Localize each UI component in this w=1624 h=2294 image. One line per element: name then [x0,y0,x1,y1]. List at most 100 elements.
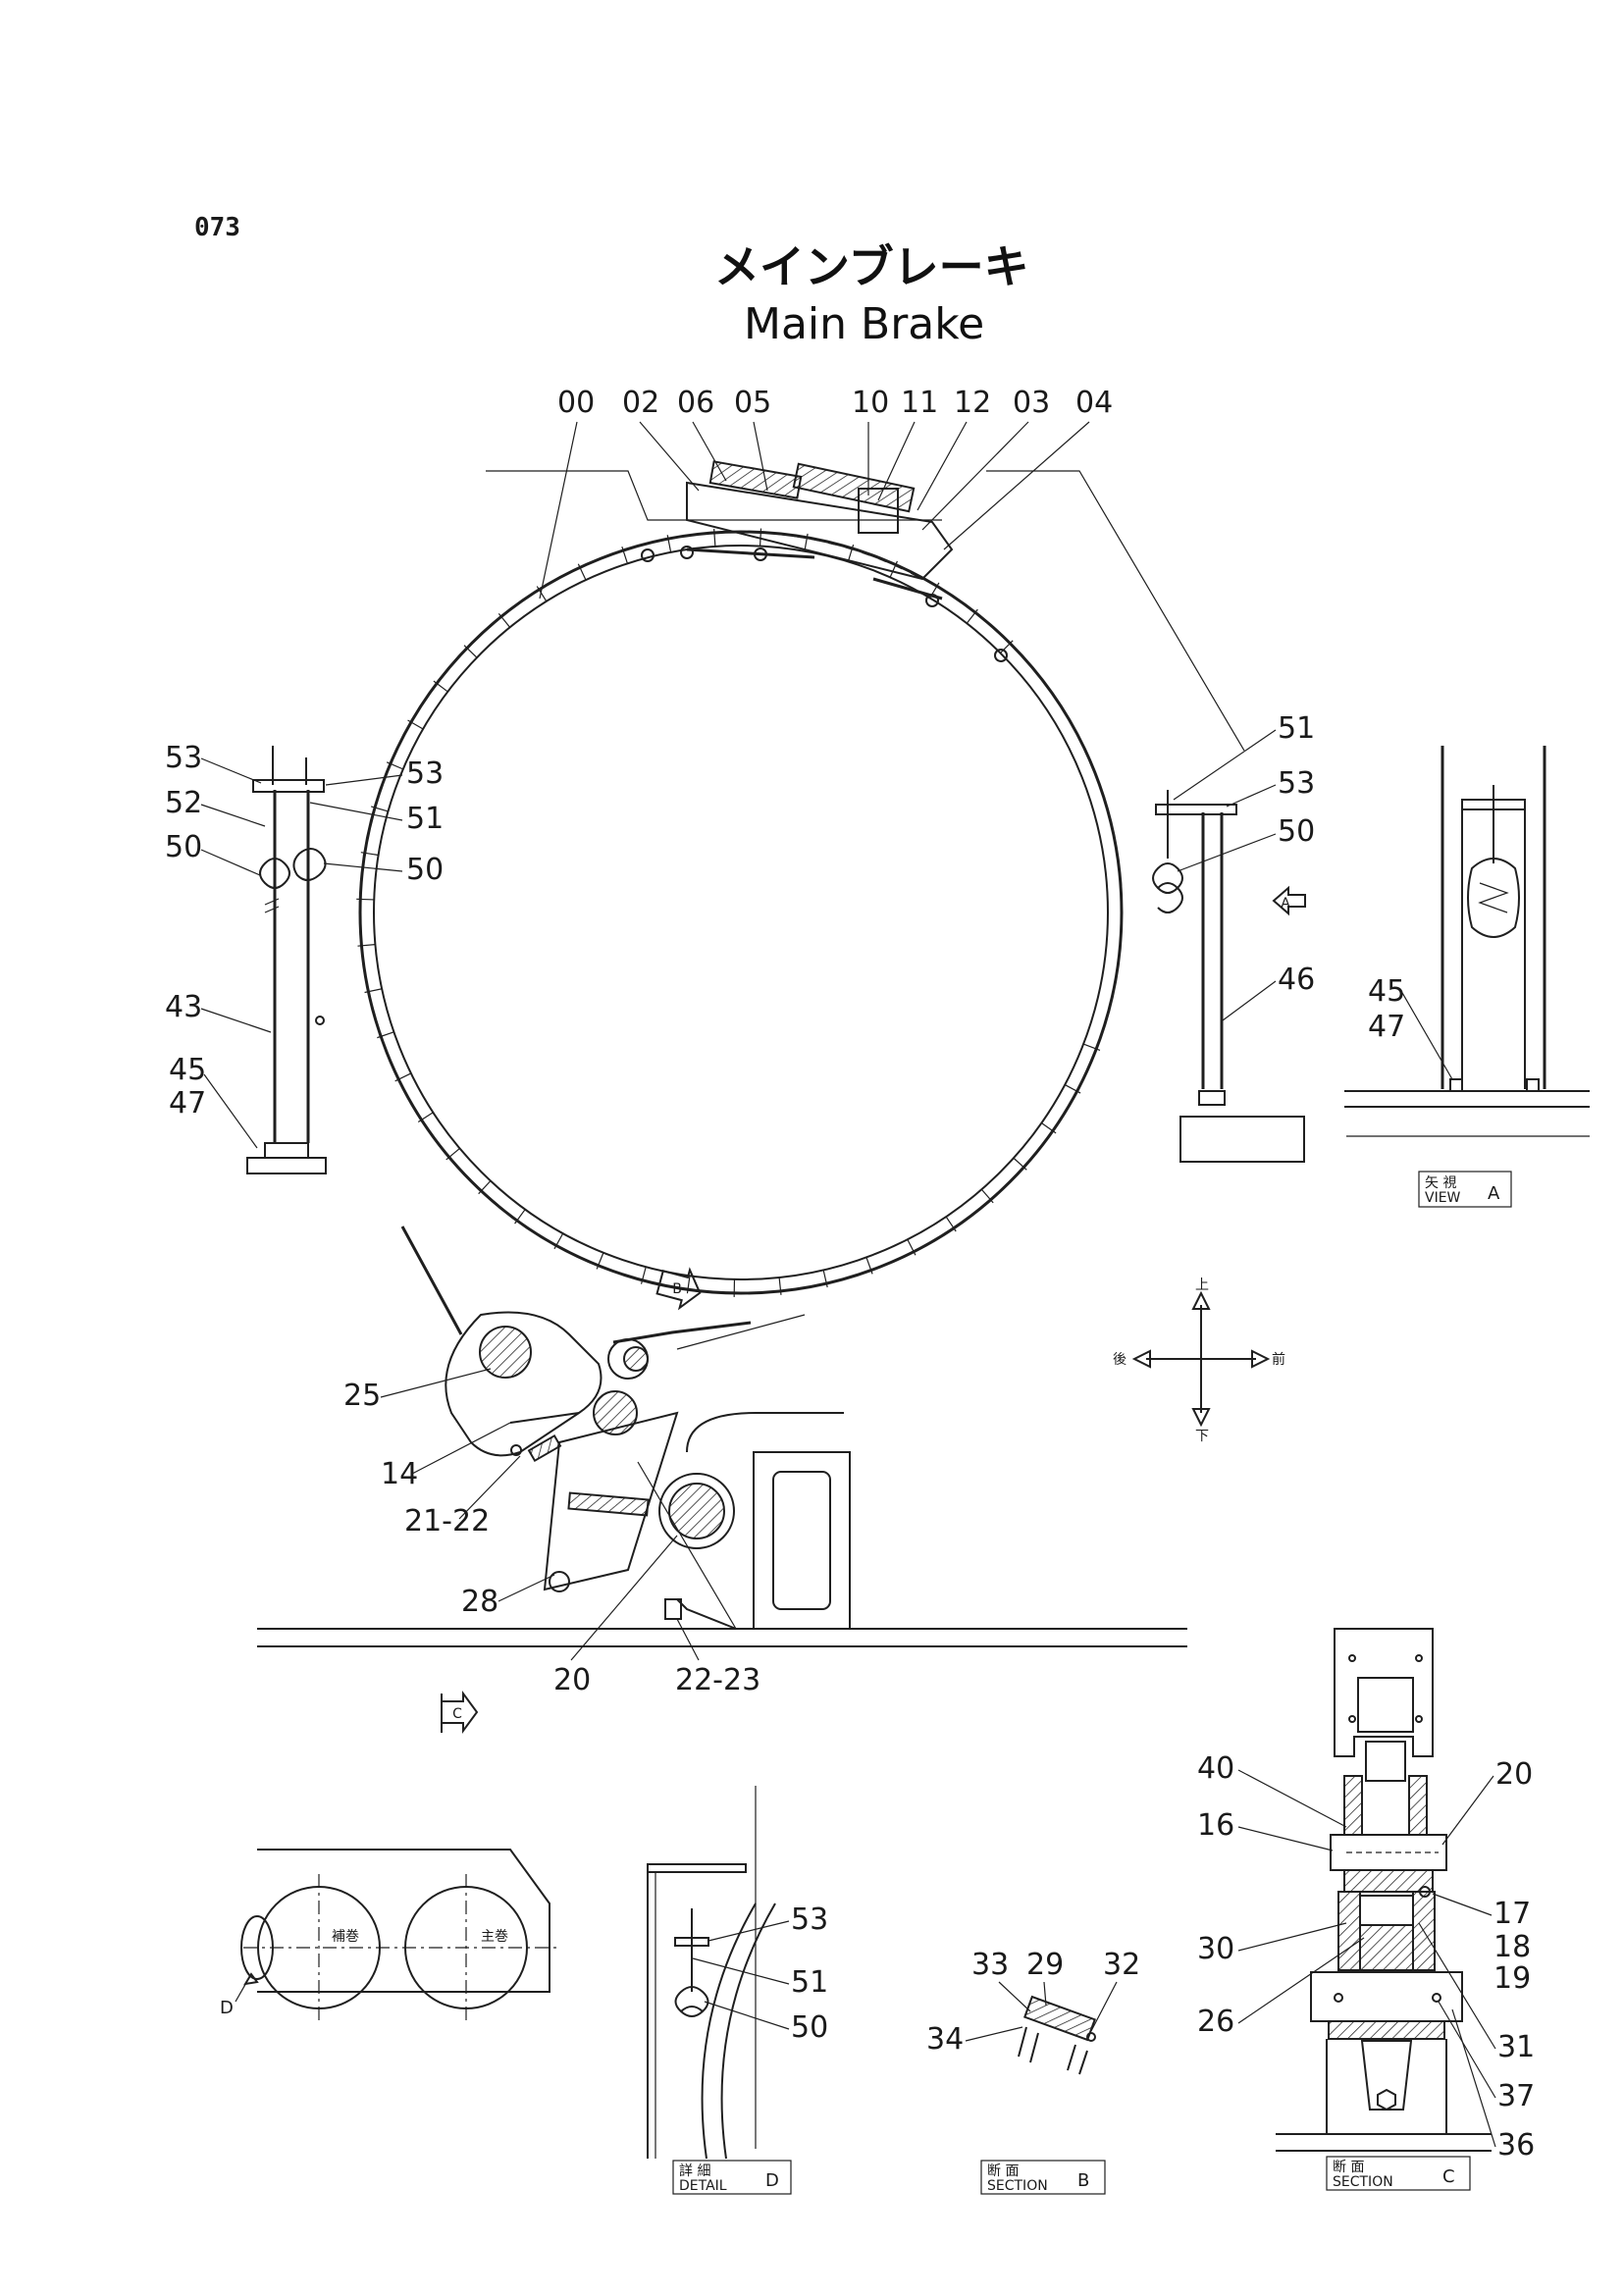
svg-text:34: 34 [926,2022,964,2057]
band-lining-segment [966,608,978,624]
top-anchor-bracket [486,460,1245,752]
band-lining-segment [394,1072,412,1082]
band-lining-segment [907,1238,917,1256]
band-lining-segment [778,1277,782,1295]
svg-text:C: C [452,1706,462,1722]
band-lining-segment [713,528,716,547]
svg-text:20: 20 [553,1663,591,1697]
svg-text:断 面: 断 面 [1333,2160,1364,2175]
svg-text:前: 前 [1272,1351,1285,1368]
section-c-view [1276,1628,1492,2152]
right-spring-stand [1152,790,1305,1163]
view-a-caption: 矢 視 VIEW A [1418,1171,1512,1208]
drum-layout: 補巻 主巻 D [220,1849,557,2021]
svg-text:B: B [1077,2170,1089,2191]
svg-text:19: 19 [1493,1961,1531,1996]
svg-text:C: C [1442,2166,1455,2187]
section-b-view [1018,1995,1096,2075]
svg-text:主巻: 主巻 [481,1929,508,1945]
band-lining-segment [945,1216,957,1232]
band-lining-segment [847,544,855,562]
svg-text:矢 視: 矢 視 [1425,1175,1456,1191]
brake-band [356,528,1124,1297]
svg-text:26: 26 [1197,2005,1234,2039]
band-lining-segment [686,1276,691,1294]
svg-text:04: 04 [1075,386,1113,420]
svg-text:33: 33 [971,1948,1009,1982]
band-lining-segment [417,1112,434,1123]
band-lining-segment [1041,1122,1057,1134]
svg-text:50: 50 [165,830,202,864]
svg-text:詳 細: 詳 細 [679,2164,710,2179]
band-lining-segment [478,1180,492,1195]
svg-text:32: 32 [1103,1948,1140,1982]
section-b-callouts: 33 29 32 34 [926,1948,1140,2057]
band-lining-segment [463,645,478,658]
svg-text:断 面: 断 面 [987,2164,1019,2179]
svg-text:18: 18 [1493,1930,1531,1964]
svg-text:上: 上 [1195,1277,1209,1293]
svg-text:22-23: 22-23 [675,1663,760,1697]
band-lining-segment [759,528,762,547]
band-lining-segment [980,1188,994,1204]
svg-text:D: D [220,1998,234,2018]
band-lining-segment [621,547,628,564]
title-english: Main Brake [744,299,984,349]
svg-text:補巻: 補巻 [332,1929,359,1945]
svg-text:SECTION: SECTION [987,2178,1048,2194]
svg-text:50: 50 [791,2010,828,2045]
left-spring-stand [246,746,327,1174]
svg-text:40: 40 [1197,1751,1234,1786]
section-c-callouts: 40 20 16 17 18 19 30 26 31 37 36 [1197,1751,1535,2163]
svg-text:45: 45 [169,1053,206,1087]
svg-text:51: 51 [1278,711,1315,746]
svg-text:17: 17 [1493,1897,1531,1931]
svg-text:37: 37 [1497,2079,1535,2113]
svg-text:47: 47 [1368,1010,1405,1044]
svg-text:A: A [1281,896,1290,912]
svg-text:06: 06 [677,386,714,420]
svg-text:43: 43 [165,990,202,1024]
band-lining-segment [596,1252,604,1270]
svg-text:00: 00 [557,386,595,420]
svg-text:47: 47 [169,1086,206,1121]
view-c-marker: C [441,1690,479,1735]
svg-text:A: A [1488,1183,1500,1204]
svg-text:50: 50 [1278,814,1315,849]
band-lining-segment [889,560,898,578]
svg-text:B: B [672,1281,682,1297]
svg-text:05: 05 [734,386,771,420]
svg-text:28: 28 [461,1585,498,1619]
svg-text:31: 31 [1497,2030,1535,2064]
band-lining-segment [577,563,587,581]
linkage-callouts: 25 14 21-22 28 20 22-23 [343,1368,760,1697]
svg-text:DETAIL: DETAIL [679,2178,727,2194]
svg-text:後: 後 [1113,1352,1126,1368]
band-lining-segment [433,680,448,693]
view-a-marker: A [1272,885,1306,916]
svg-text:03: 03 [1013,386,1050,420]
svg-text:14: 14 [381,1457,418,1491]
view-b-marker: B [655,1267,702,1311]
section-c-caption: 断 面 SECTION C [1326,2156,1471,2191]
svg-text:下: 下 [1195,1429,1209,1444]
detail-d-view [647,1786,776,2160]
band-lining-segment [445,1147,460,1161]
band-lining-segment [1013,1157,1027,1171]
band-lining-segment [640,1267,647,1284]
band-lining-segment [553,1232,564,1250]
band-lining-segment [514,1209,526,1225]
svg-text:D: D [765,2170,779,2191]
band-lining-segment [666,535,672,552]
svg-text:45: 45 [1368,974,1405,1009]
band-lining-segment [386,761,403,770]
svg-text:53: 53 [1278,766,1315,801]
band-lining-segment [1000,640,1014,653]
page-number: 073 [194,213,240,242]
svg-text:02: 02 [622,386,659,420]
svg-text:30: 30 [1197,1932,1234,1966]
svg-text:11: 11 [901,386,938,420]
svg-text:20: 20 [1495,1757,1533,1792]
band-lining-segment [407,719,424,730]
